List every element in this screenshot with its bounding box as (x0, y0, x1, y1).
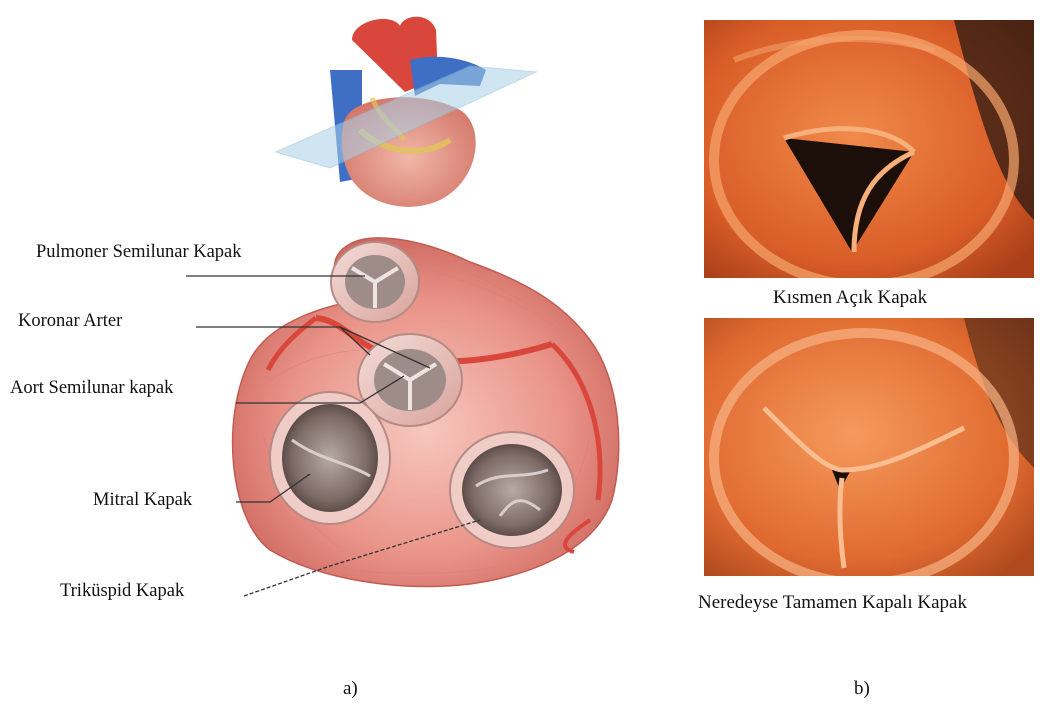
panel-b-letter: b) (854, 678, 870, 700)
label-tricuspid-valve: Triküspid Kapak (60, 580, 184, 602)
small-heart-icon (276, 17, 536, 207)
mitral-valve (270, 392, 390, 524)
label-mitral-valve: Mitral Kapak (93, 489, 192, 511)
caption-partially-open-valve: Kısmen Açık Kapak (773, 287, 927, 309)
caption-nearly-closed-valve: Neredeyse Tamamen Kapalı Kapak (698, 592, 967, 614)
label-coronary-artery: Koronar Arter (18, 310, 122, 332)
heart-cross-section (233, 238, 619, 586)
label-pulmonary-valve: Pulmoner Semilunar Kapak (36, 241, 242, 263)
photo-partially-open-valve (704, 20, 1034, 278)
tricuspid-valve (450, 432, 574, 548)
label-aortic-valve: Aort Semilunar kapak (10, 377, 173, 399)
photo-nearly-closed-valve (704, 318, 1034, 576)
panel-a-letter: a) (343, 678, 358, 700)
pulmonary-valve (331, 242, 419, 322)
